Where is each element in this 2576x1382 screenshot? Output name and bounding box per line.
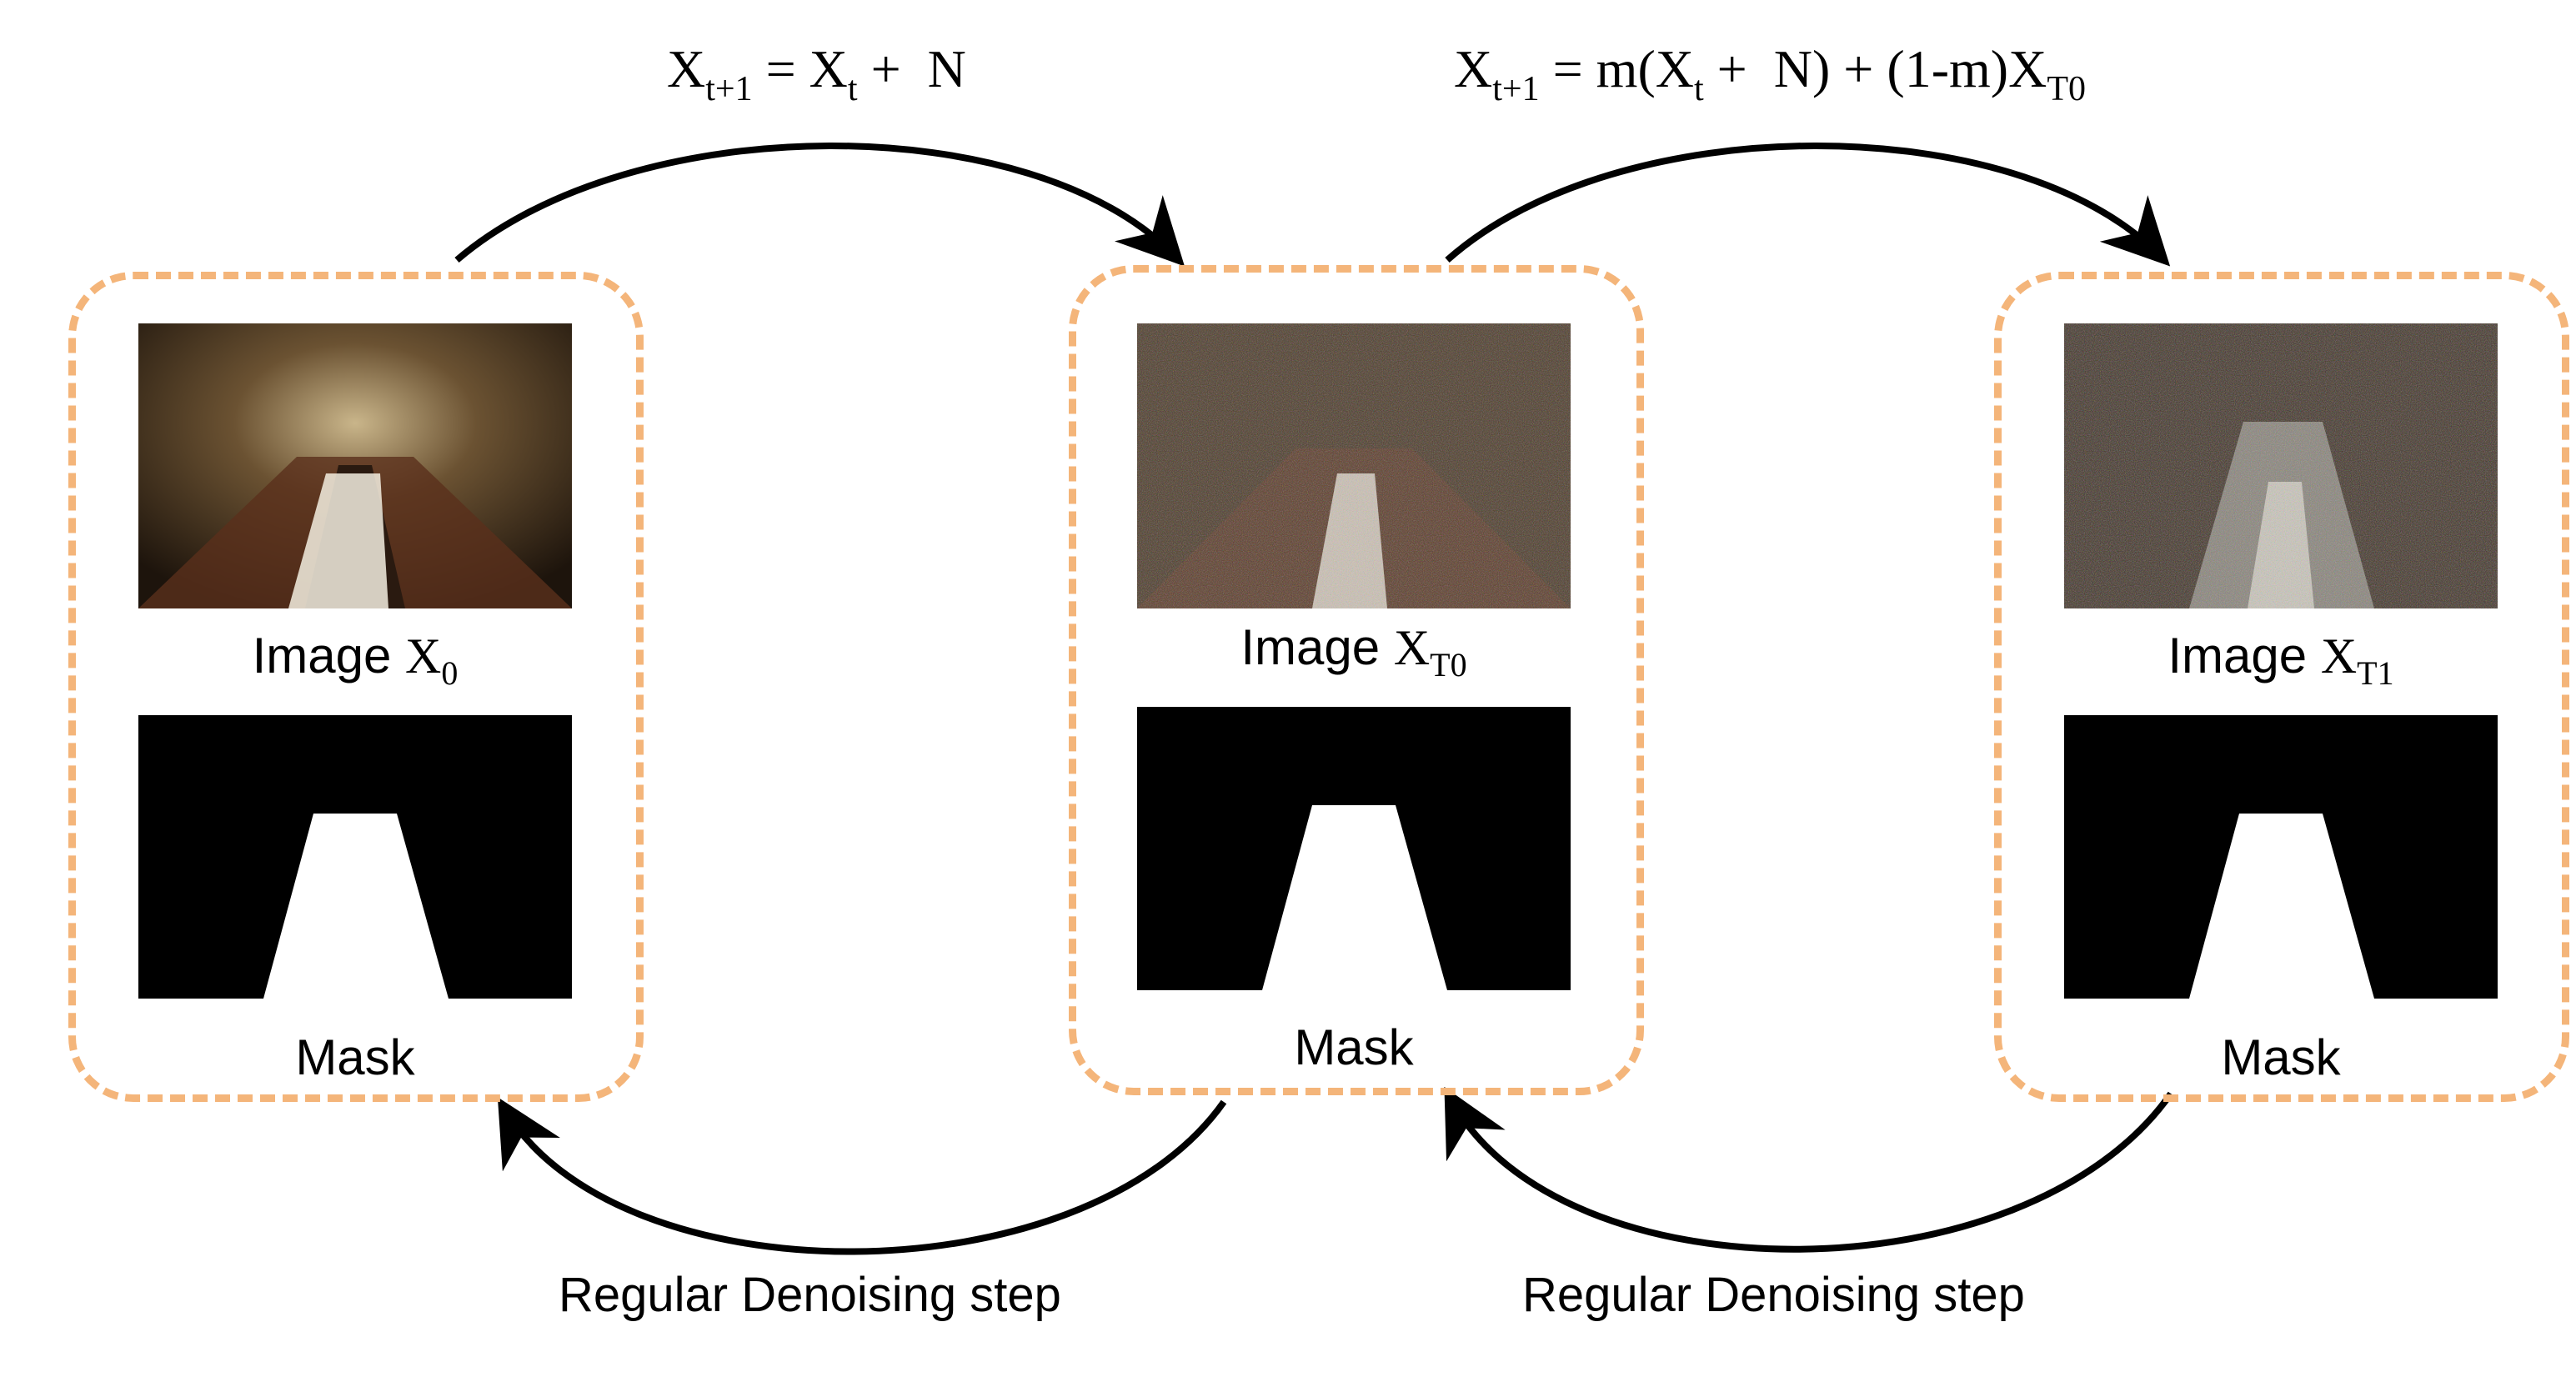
mask-x0	[138, 715, 572, 999]
panel-xt1	[1994, 272, 2569, 1102]
formula-mid: + N) + (1-m)	[1703, 39, 2009, 98]
image-sub: 0	[441, 654, 459, 692]
mask-x0-caption: Mask	[295, 1029, 415, 1085]
mask-xt1-caption: Mask	[2221, 1029, 2341, 1085]
forward-arrow-1	[454, 143, 1185, 267]
image-xt0-photo	[1137, 323, 1571, 608]
image-sub: T1	[2357, 654, 2394, 692]
formula-x2-sub: T0	[2047, 70, 2086, 108]
formula-x: X	[809, 39, 848, 98]
image-label-text: Image	[252, 628, 406, 683]
formula-x-sub: t	[847, 70, 858, 108]
mask-xt0	[1137, 707, 1571, 990]
image-xt1-photo	[2064, 323, 2498, 608]
backward-step-label-2: Regular Denoising step	[1522, 1268, 2025, 1322]
mask-xt0-caption: Mask	[1294, 1019, 1414, 1075]
image-var: X	[2320, 628, 2358, 683]
image-xt1-caption: Image XT1	[2064, 627, 2498, 693]
formula-eq: = m(	[1539, 39, 1656, 98]
formula-forward-1: Xt+1 = Xt + N	[667, 38, 966, 109]
backward-arrow-2	[1444, 1086, 2174, 1253]
backward-arrow-1	[497, 1097, 1227, 1255]
formula-eq: =	[752, 39, 809, 98]
image-var: X	[1393, 620, 1431, 675]
image-sub: T0	[1430, 646, 1467, 683]
image-label-text: Image	[2168, 628, 2321, 683]
image-x0-photo	[138, 323, 572, 608]
backward-step-label-1: Regular Denoising step	[559, 1268, 1061, 1322]
image-var: X	[405, 628, 442, 683]
formula-rest: + N	[857, 39, 966, 98]
formula-lhs-sub: t+1	[1492, 70, 1540, 108]
formula-forward-2: Xt+1 = m(Xt + N) + (1-m)XT0	[1454, 38, 2086, 109]
formula-x2: X	[2008, 39, 2047, 98]
formula-lhs-var: X	[667, 39, 706, 98]
mask-xt1	[2064, 715, 2498, 999]
forward-arrow-2	[1445, 143, 2171, 267]
formula-lhs-sub: t+1	[705, 70, 753, 108]
formula-lhs-var: X	[1454, 39, 1493, 98]
panel-x0	[68, 272, 644, 1102]
image-xt0-caption: Image XT0	[1137, 618, 1571, 684]
formula-x: X	[1655, 39, 1694, 98]
image-label-text: Image	[1240, 619, 1394, 675]
panel-xt0	[1069, 265, 1644, 1095]
image-x0-caption: Image X0	[138, 627, 572, 693]
formula-x-sub: t	[1693, 70, 1704, 108]
